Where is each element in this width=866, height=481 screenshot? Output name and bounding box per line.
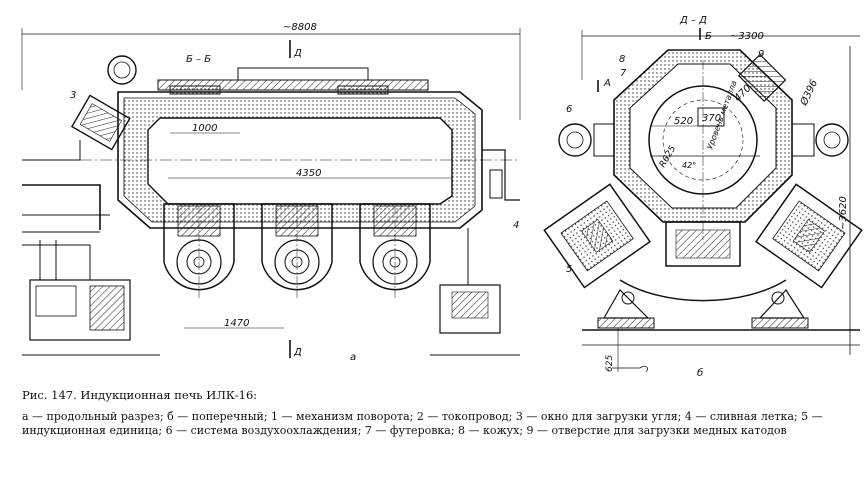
dim-overall-length: ~8808	[283, 22, 317, 33]
callout-8: 8	[619, 54, 625, 65]
dim-overall-width: ~3300	[730, 31, 764, 42]
dim-body-length: 4350	[296, 168, 321, 179]
callout-4: 4	[513, 220, 519, 231]
sublabel-a: а	[350, 352, 356, 363]
callout-5: 5	[566, 264, 572, 275]
section-label-dd: Д – Д	[679, 15, 707, 26]
callout-3: 3	[70, 90, 76, 101]
callout-7: 7	[620, 68, 627, 79]
dim-window-size: 370	[702, 113, 721, 124]
furnace-drawing: ~8808 Б – Б Д Д 1000 4350 1470 3 4 а Д –…	[21, 15, 863, 379]
section-mark-d-top: Д	[293, 48, 302, 59]
section-mark-a: А	[603, 78, 611, 89]
dim-hole-offset: 520	[674, 116, 693, 127]
cross-section	[543, 28, 863, 373]
figure-title: Рис. 147. Индукционная печь ИЛК-16:	[22, 388, 258, 402]
callout-9: 9	[758, 49, 764, 60]
section-mark-b: Б	[705, 31, 712, 42]
dim-base-height: 625	[605, 355, 615, 372]
figure-caption: Рис. 147. Индукционная печь ИЛК-16: а — …	[22, 388, 852, 437]
sublabel-b: б	[697, 367, 703, 379]
dim-angle: 42°	[682, 161, 696, 170]
dim-diameter: Ø396	[797, 78, 820, 108]
dim-unit-pitch: 1470	[224, 318, 249, 329]
dim-overall-height: ~3620	[838, 196, 849, 230]
callout-6: 6	[566, 104, 572, 115]
inductor-units-longitudinal	[163, 203, 431, 300]
section-mark-d-bottom: Д	[293, 347, 302, 358]
longitudinal-section	[21, 28, 521, 358]
section-label-bb: Б – Б	[186, 54, 211, 65]
dim-window-width: 1000	[192, 123, 217, 134]
figure-legend: а — продольный разрез; б — поперечный; 1…	[22, 410, 823, 437]
